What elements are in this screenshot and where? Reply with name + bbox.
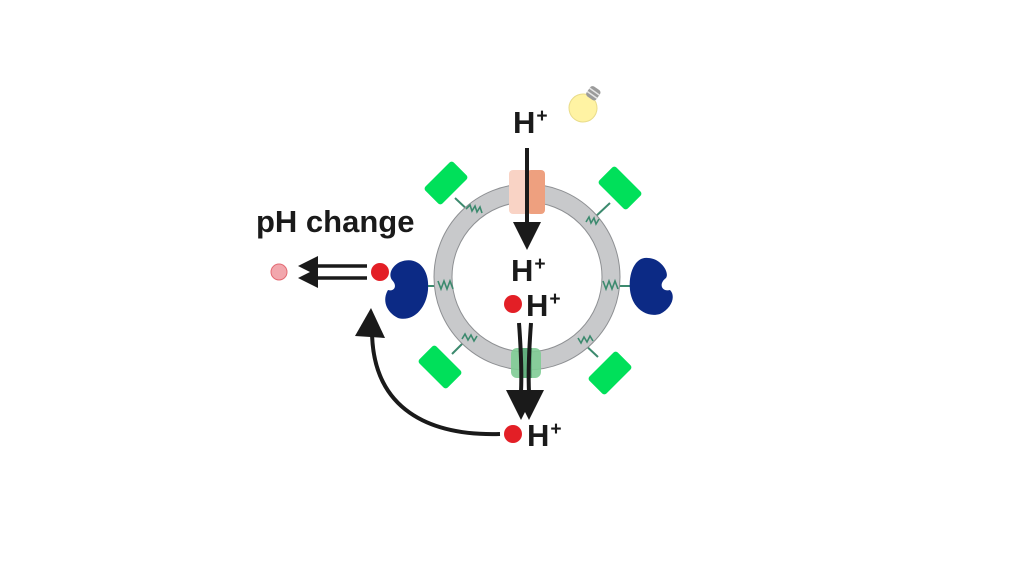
receptor-top-left [424,161,468,205]
proton-label-outside: H+ [527,418,562,453]
arrow-proton-out [506,322,544,420]
released-proton-dot [270,263,288,281]
arrow-release [298,256,367,288]
receptor-bottom-left [418,345,462,389]
spring-linkers [437,203,619,345]
bound-proton-dot [371,263,389,281]
proton-label-inside: H+ [511,253,546,288]
receptor-top-right [598,166,642,210]
sensor-left [385,260,429,319]
receptor-bottom-right [588,351,632,395]
sensor-right [629,257,673,315]
ph-change-label: pH change [256,204,415,239]
proton-channel [511,348,541,378]
proton-label-inside-bound: H+ [526,288,561,323]
outside-proton-dot [504,425,522,443]
light-driven-proton-pump [509,170,545,214]
arrow-feedback [370,329,501,437]
light-bulb-icon [568,86,601,123]
inside-proton-dot [504,295,522,313]
proton-label-top: H+ [513,105,548,140]
